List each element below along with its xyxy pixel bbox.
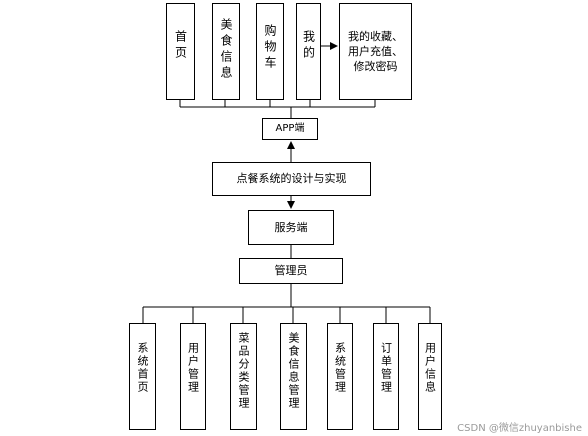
system-node: 点餐系统的设计与实现 [212,162,371,196]
admin-module-system-home-label: 系统首页 [136,342,149,394]
admin-module-system-mgmt-label: 系统管理 [333,342,347,394]
server-node-label: 服务端 [274,220,308,234]
app-node-label: APP端 [275,122,305,134]
system-node-label: 点餐系统的设计与实现 [236,172,347,186]
server-node: 服务端 [248,210,334,245]
admin-module-order-mgmt-label: 订单管理 [379,342,393,394]
app-node: APP端 [262,118,318,140]
module-home: 首页 [166,3,195,100]
admin-module-food-mgmt-label: 美食信息管理 [287,332,300,410]
module-food-info-label: 美食信息 [219,18,233,82]
module-mine-details-label: 我的收藏、用户充值、修改密码 [348,30,403,73]
watermark: CSDN @微信zhuyanbishe [457,423,582,434]
admin-module-system-mgmt: 系统管理 [327,323,353,430]
module-cart: 购物车 [256,3,284,100]
module-mine: 我的 [296,3,321,100]
admin-module-user-info: 用户信息 [418,323,442,430]
module-mine-details: 我的收藏、用户充值、修改密码 [339,3,412,100]
admin-module-user-mgmt-label: 用户管理 [186,342,200,394]
admin-module-system-home: 系统首页 [129,323,156,430]
admin-module-category-mgmt-label: 菜品分类管理 [237,332,250,410]
admin-module-order-mgmt: 订单管理 [373,323,399,430]
admin-module-category-mgmt: 菜品分类管理 [230,323,257,430]
admin-module-user-info-label: 用户信息 [423,342,437,394]
admin-node: 管理员 [239,258,343,284]
module-mine-label: 我的 [301,30,316,62]
module-home-label: 首页 [173,30,188,62]
admin-node-label: 管理员 [274,264,308,278]
admin-module-user-mgmt: 用户管理 [180,323,206,430]
module-cart-label: 购物车 [263,24,277,72]
module-food-info: 美食信息 [212,3,240,100]
admin-module-food-mgmt: 美食信息管理 [280,323,307,430]
